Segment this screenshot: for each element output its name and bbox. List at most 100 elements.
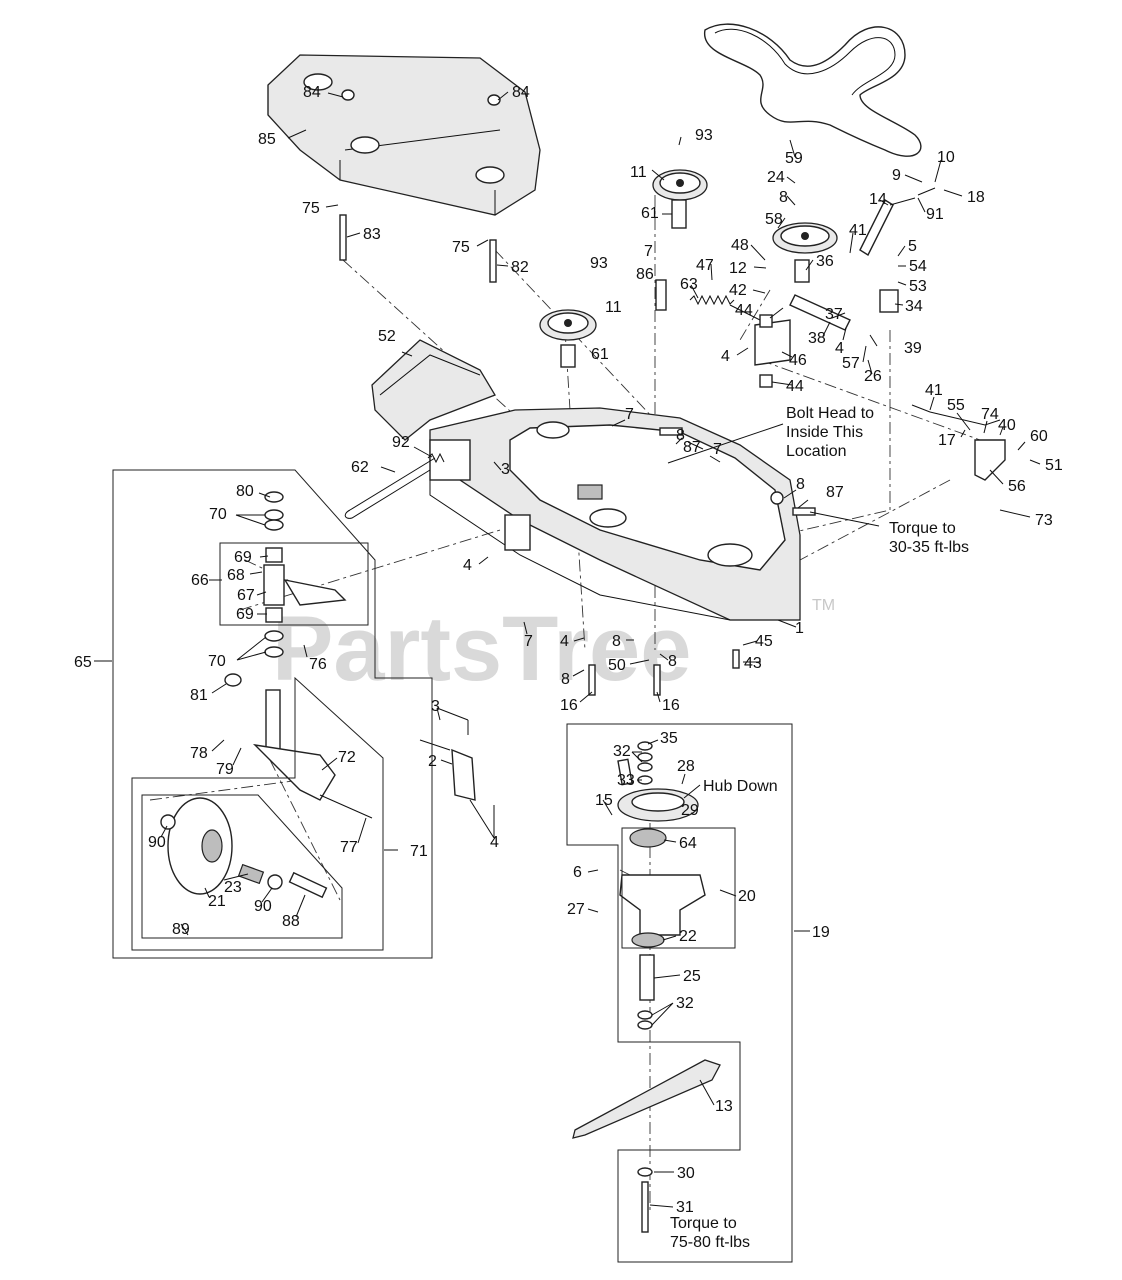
spindle-assembly: [617, 741, 706, 1030]
label-4: 4: [721, 348, 730, 365]
label-50: 50: [608, 657, 626, 674]
pivot-arm-14: [859, 187, 936, 257]
label-4: 4: [463, 557, 472, 574]
label-61: 61: [641, 205, 659, 222]
label-75: 75: [302, 200, 320, 217]
label-30: 30: [677, 1165, 695, 1182]
label-55: 55: [947, 397, 965, 414]
label-87: 87: [826, 484, 844, 501]
label-56: 56: [1008, 478, 1026, 495]
label-70: 70: [209, 506, 227, 523]
label-47: 47: [696, 257, 714, 274]
label-86: 86: [636, 266, 654, 283]
label-82: 82: [511, 259, 529, 276]
label-54: 54: [909, 258, 927, 275]
leader-lines: [94, 91, 1041, 1208]
label-4: 4: [560, 633, 569, 650]
label-91: 91: [926, 206, 944, 223]
idler-pulley-upper: [652, 169, 708, 229]
label-81: 81: [190, 687, 208, 704]
label-60: 60: [1030, 428, 1048, 445]
baffle-bracket: [419, 720, 476, 801]
label-2: 2: [428, 753, 437, 770]
label-41: 41: [849, 222, 867, 239]
part-labels: 84 84 85 75 83 75 82 93 11 61 7 86 93 11…: [74, 84, 1063, 1216]
label-22: 22: [679, 928, 697, 945]
label-25: 25: [683, 968, 701, 985]
label-48: 48: [731, 237, 749, 254]
label-29: 29: [681, 802, 699, 819]
label-84: 84: [512, 84, 530, 101]
watermark-tm: TM: [812, 597, 835, 614]
label-92: 92: [392, 434, 410, 451]
label-83: 83: [363, 226, 381, 243]
label-6: 6: [573, 864, 582, 881]
label-37: 37: [825, 306, 843, 323]
label-77: 77: [340, 839, 358, 856]
label-80: 80: [236, 483, 254, 500]
label-36: 36: [816, 253, 834, 270]
label-84: 84: [303, 84, 321, 101]
label-44: 44: [735, 302, 753, 319]
label-70: 70: [208, 653, 226, 670]
label-72: 72: [338, 749, 356, 766]
label-4: 4: [835, 340, 844, 357]
label-26: 26: [864, 368, 882, 385]
mower-deck: [429, 407, 801, 621]
label-93: 93: [695, 127, 713, 144]
label-7: 7: [644, 243, 653, 260]
label-66: 66: [191, 572, 209, 589]
label-87: 87: [683, 439, 701, 456]
label-32: 32: [676, 995, 694, 1012]
label-79: 79: [216, 761, 234, 778]
label-8: 8: [668, 653, 677, 670]
label-69: 69: [234, 549, 252, 566]
cable-rod-55: [911, 404, 1006, 481]
idler-pulley-lower: [539, 309, 597, 368]
label-7: 7: [524, 633, 533, 650]
label-23: 23: [224, 879, 242, 896]
label-90: 90: [148, 834, 166, 851]
label-62: 62: [351, 459, 369, 476]
label-52: 52: [378, 328, 396, 345]
label-32: 32: [613, 743, 631, 760]
label-7: 7: [625, 406, 634, 423]
label-59: 59: [785, 150, 803, 167]
discharge-chute: [371, 339, 496, 441]
label-7: 7: [713, 441, 722, 458]
label-40: 40: [998, 417, 1016, 434]
label-45: 45: [755, 633, 773, 650]
label-8: 8: [612, 633, 621, 650]
label-28: 28: [677, 758, 695, 775]
label-38: 38: [808, 330, 826, 347]
label-33: 33: [617, 772, 635, 789]
note-torque-blade-line-1: Torque to: [670, 1215, 737, 1232]
label-51: 51: [1045, 457, 1063, 474]
label-16: 16: [560, 697, 578, 714]
label-88: 88: [282, 913, 300, 930]
label-31: 31: [676, 1199, 694, 1216]
label-78: 78: [190, 745, 208, 762]
label-53: 53: [909, 278, 927, 295]
note-hub-down: Hub Down: [703, 778, 778, 795]
label-20: 20: [738, 888, 756, 905]
label-75: 75: [452, 239, 470, 256]
label-89: 89: [172, 921, 190, 938]
label-42: 42: [729, 282, 747, 299]
label-34: 34: [905, 298, 923, 315]
label-10: 10: [937, 149, 955, 166]
label-76: 76: [309, 656, 327, 673]
blade-bolt: [637, 1167, 653, 1233]
notes: Bolt Head to Inside This Location Torque…: [670, 405, 969, 1251]
label-58: 58: [765, 211, 783, 228]
note-torque-blade-line-2: 75-80 ft-lbs: [670, 1234, 750, 1251]
note-torque-deck-line-1: Torque to: [889, 520, 956, 537]
label-41: 41: [925, 382, 943, 399]
label-19: 19: [812, 924, 830, 941]
idler-spring: [689, 294, 761, 321]
label-39: 39: [904, 340, 922, 357]
label-85: 85: [258, 131, 276, 148]
label-57: 57: [842, 355, 860, 372]
label-8: 8: [561, 671, 570, 688]
